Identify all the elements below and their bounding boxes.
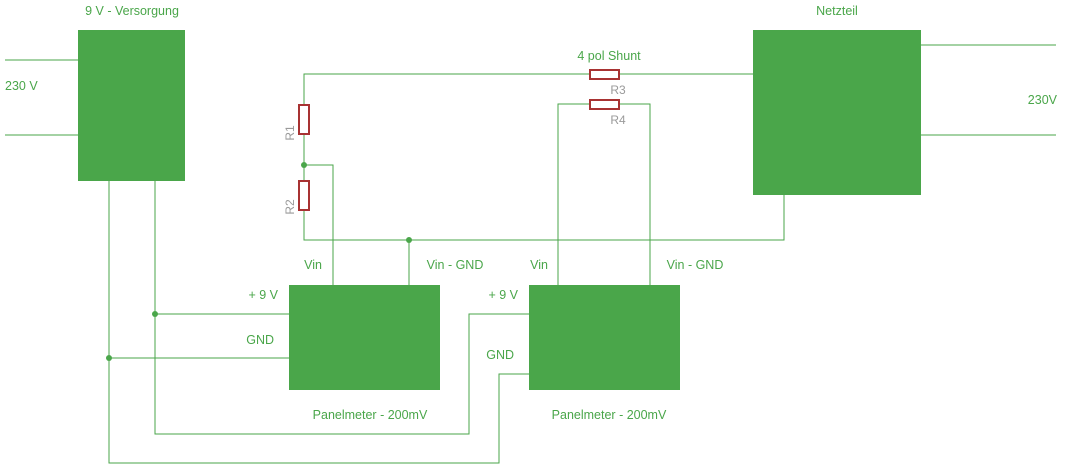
- divider-tap-wire: [304, 164, 334, 285]
- junction-dot: [106, 355, 112, 361]
- panelmeter-1-block: [289, 285, 440, 390]
- ground-rail-wire: [303, 195, 785, 241]
- junctions: [106, 162, 412, 361]
- meter2-plus9v-label: + 9 V: [488, 288, 518, 302]
- shunt-sense-left-wire: [557, 103, 589, 285]
- r4-label: R4: [610, 113, 626, 127]
- panelmeter-1-title: Panelmeter - 200mV: [313, 408, 428, 422]
- meter1-vin-gnd-label: Vin - GND: [427, 258, 484, 272]
- meter2-vin-gnd-label: Vin - GND: [667, 258, 724, 272]
- panelmeter-2-block: [529, 285, 680, 390]
- r2-label: R2: [283, 199, 297, 215]
- resistor-r3: [589, 69, 620, 80]
- junction-dot: [152, 311, 158, 317]
- shunt-sense-right-wire: [619, 103, 651, 285]
- junction-dot: [406, 237, 412, 243]
- resistor-r2: [298, 180, 310, 211]
- resistor-r1: [298, 104, 310, 135]
- supply-9v-block: [78, 30, 185, 181]
- mains-right-label: 230V: [1028, 93, 1058, 107]
- supply-plus-wire: [154, 180, 529, 435]
- r3-label: R3: [610, 83, 626, 97]
- supply-9v-title: 9 V - Versorgung: [85, 4, 179, 18]
- meter1-plus9v-label: + 9 V: [248, 288, 278, 302]
- psu-title: Netzteil: [816, 4, 858, 18]
- meter1-gnd-label: GND: [246, 333, 274, 347]
- resistor-r4: [589, 99, 620, 110]
- mains-left-label: 230 V: [5, 79, 38, 93]
- wires: [5, 44, 1056, 464]
- blocks: [78, 30, 921, 390]
- psu-block: [753, 30, 921, 195]
- meter1-vin-label: Vin: [304, 258, 322, 272]
- supply-gnd-wire: [108, 180, 529, 464]
- labels: 9 V - Versorgung Netzteil 230 V 230V 4 p…: [5, 4, 1058, 422]
- r1-label: R1: [283, 125, 297, 141]
- top-rail-wire: [303, 73, 589, 104]
- meter2-gnd-label: GND: [486, 348, 514, 362]
- resistors: [298, 69, 620, 211]
- meter2-vin-label: Vin: [530, 258, 548, 272]
- panelmeter-2-title: Panelmeter - 200mV: [552, 408, 667, 422]
- shunt-title: 4 pol Shunt: [577, 49, 641, 63]
- junction-dot: [301, 162, 307, 168]
